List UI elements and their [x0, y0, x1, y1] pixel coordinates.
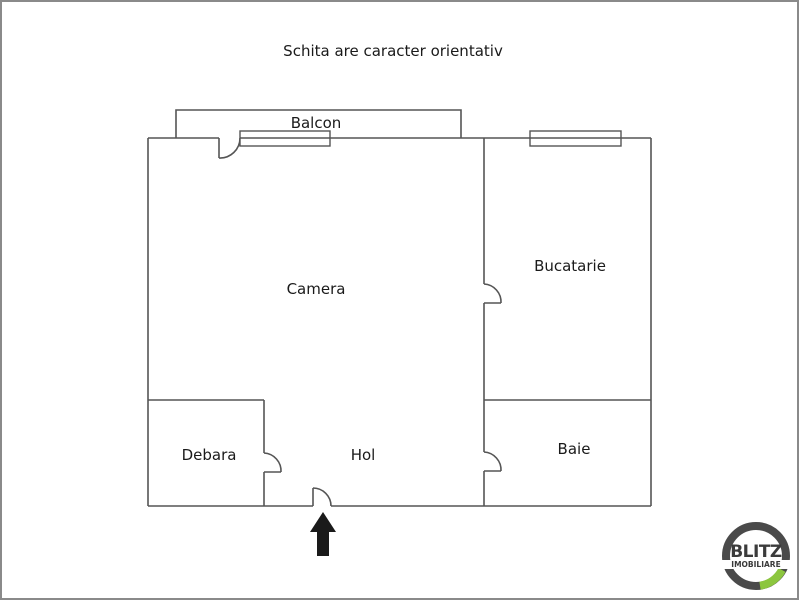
logo-ring-icon [722, 522, 790, 590]
room-label-hol: Hol [350, 446, 376, 464]
balcony-door [218, 137, 241, 159]
baie-door [483, 451, 502, 472]
page-title: Schita are caracter orientativ [283, 42, 503, 60]
logo-text-blitz: BLITZ [730, 542, 782, 562]
room-label-bucatarie: Bucatarie [534, 257, 606, 275]
room-label-camera: Camera [286, 280, 346, 298]
room-label-debara: Debara [181, 446, 237, 464]
bucatarie-door [483, 283, 502, 304]
blitz-imobiliare-logo: BLITZ IMOBILIARE [720, 520, 792, 592]
logo-text-imobiliare: IMOBILIARE [720, 560, 792, 569]
balcony-outline [175, 109, 462, 138]
room-label-baie: Baie [557, 440, 591, 458]
entrance-arrow-icon [310, 512, 336, 556]
room-label-balcon: Balcon [290, 114, 342, 132]
entrance-door [312, 487, 332, 507]
debara-walls [148, 399, 282, 506]
